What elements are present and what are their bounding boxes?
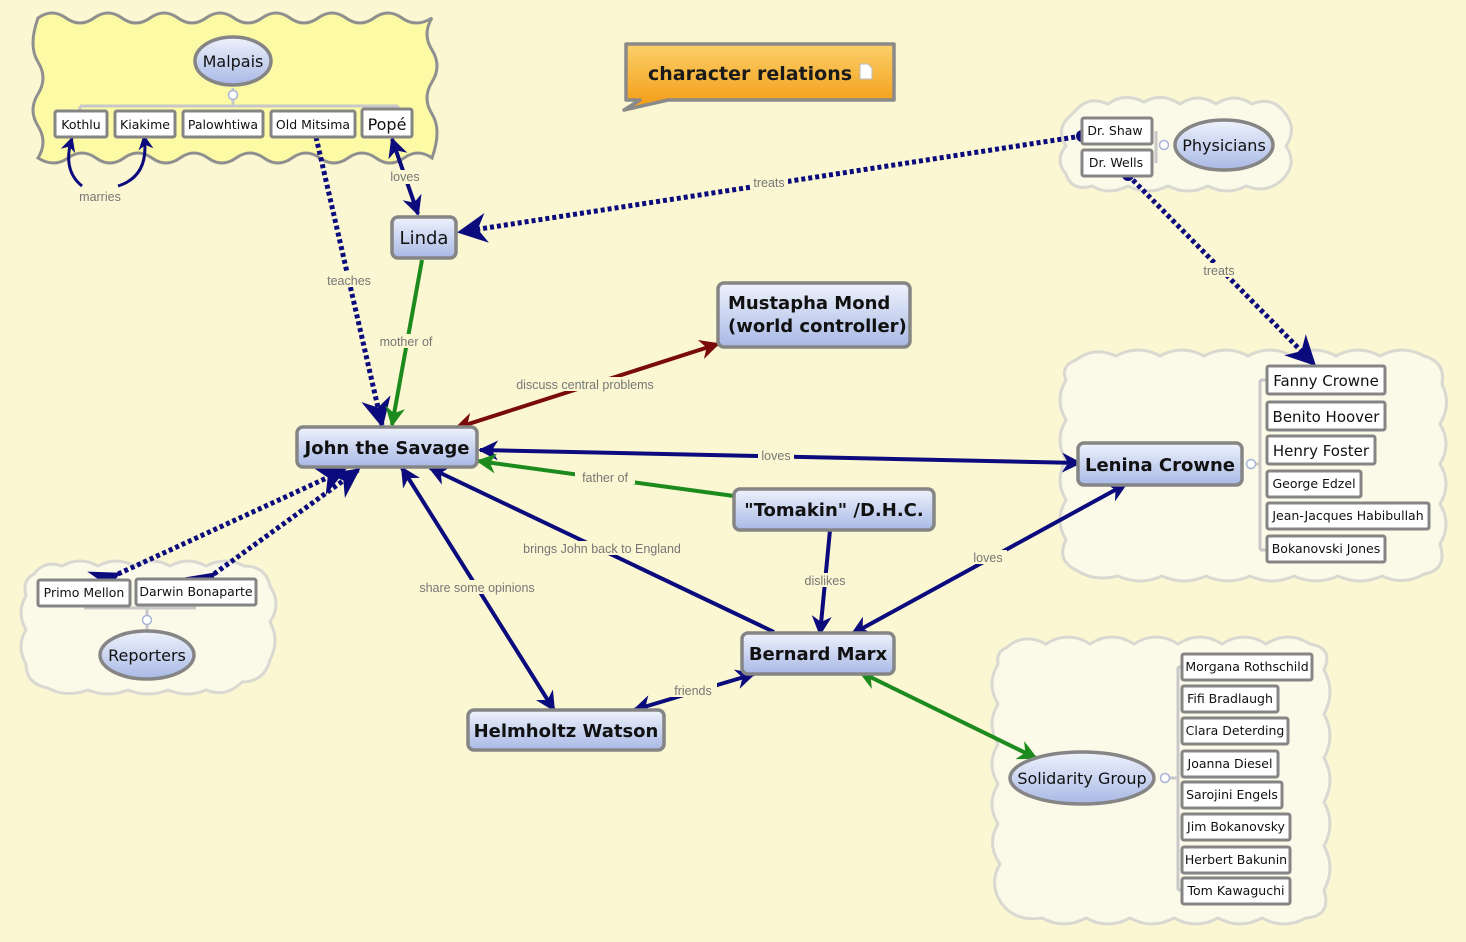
member-label: Benito Hoover [1273, 408, 1381, 426]
member-label: Clara Deterding [1186, 723, 1285, 738]
member-label: Bokanovski Jones [1272, 541, 1381, 556]
edge-label-brings-back: brings John back to England [523, 542, 681, 556]
lenina-member-benito-hoover[interactable]: Benito Hoover [1265, 400, 1387, 432]
edge-label-share-opinions: share some opinions [419, 581, 534, 595]
edge-label-dislikes: dislikes [805, 574, 846, 588]
edge-label-father-of: father of [582, 471, 628, 485]
title-callout[interactable]: character relations [622, 42, 896, 112]
malpais-member-palowhtiwa[interactable]: Palowhtiwa [181, 109, 265, 139]
node-label: "Tomakin" /D.H.C. [744, 500, 923, 521]
member-label: Kiakime [120, 117, 170, 132]
solidarity-node[interactable]: Solidarity Group [1008, 750, 1156, 806]
lenina-member-bokanovski-jones[interactable]: Bokanovski Jones [1265, 534, 1387, 564]
node-john-the-savage[interactable]: John the Savage [295, 425, 479, 469]
edge-label-loves-pope: loves [390, 170, 419, 184]
edge-label-loves-john-lenina: loves [761, 449, 790, 463]
solidarity-member-herbert-bakunin[interactable]: Herbert Bakunin [1180, 845, 1292, 875]
member-label: Primo Mellon [44, 585, 125, 600]
member-label: Sarojini Engels [1186, 787, 1278, 802]
reporters-node[interactable]: Reporters [98, 629, 196, 681]
member-label: Jim Bokanovsky [1186, 819, 1285, 834]
edge-label-discuss: discuss central problems [516, 378, 654, 392]
member-label: Fanny Crowne [1273, 372, 1379, 390]
edge-label-treats-fanny: treats [1203, 264, 1234, 278]
member-label: Dr. Wells [1089, 155, 1143, 170]
malpais-member-kiakime[interactable]: Kiakime [113, 109, 177, 139]
member-label: Old Mitsima [276, 117, 350, 132]
solidarity-member-clara-deterding[interactable]: Clara Deterding [1180, 716, 1290, 746]
malpais-node[interactable]: Malpais [193, 35, 273, 87]
lenina-member-george-edzel[interactable]: George Edzel [1265, 469, 1363, 499]
reporter-darwin-bonaparte[interactable]: Darwin Bonaparte [134, 577, 258, 607]
solidarity-member-joanna-diesel[interactable]: Joanna Diesel [1180, 749, 1280, 779]
solidarity-member-fifi-bradlaugh[interactable]: Fifi Bradlaugh [1180, 684, 1280, 714]
member-label: Herbert Bakunin [1185, 852, 1287, 867]
reporter-primo-mellon[interactable]: Primo Mellon [36, 578, 132, 608]
note-icon[interactable] [859, 63, 873, 80]
node-label: Helmholtz Watson [474, 721, 659, 742]
node-linda[interactable]: Linda [390, 215, 458, 260]
physicians-node[interactable]: Physicians [1173, 118, 1275, 172]
member-label: Joanna Diesel [1187, 756, 1273, 771]
member-label: George Edzel [1272, 476, 1355, 491]
edge-label-treats-linda: treats [753, 176, 784, 190]
member-label: Kothlu [61, 117, 100, 132]
solidarity-member-sarojini-engels[interactable]: Sarojini Engels [1180, 780, 1284, 810]
node-helmholtz-watson[interactable]: Helmholtz Watson [466, 708, 666, 752]
member-label: Jean-Jacques Habibullah [1271, 508, 1423, 523]
lenina-member-fanny-crowne[interactable]: Fanny Crowne [1265, 364, 1387, 396]
edge-label-friends: friends [674, 684, 712, 698]
edge-label-marries: marries [79, 190, 121, 204]
node-lenina-crowne[interactable]: Lenina Crowne [1076, 441, 1244, 487]
member-label: Darwin Bonaparte [139, 584, 252, 599]
edge-label-loves-bernard-lenina: loves [973, 551, 1002, 565]
node-label: Bernard Marx [749, 644, 888, 665]
malpais-label: Malpais [203, 52, 264, 71]
node-label: John the Savage [303, 438, 470, 459]
physician-dr-shaw[interactable]: Dr. Shaw [1080, 116, 1154, 146]
solidarity-label: Solidarity Group [1017, 769, 1146, 788]
member-label: Henry Foster [1273, 442, 1370, 460]
node-mustapha-mond[interactable]: Mustapha Mond (world controller) [716, 281, 912, 349]
node-label-line1: Mustapha Mond [728, 293, 890, 314]
physicians-label: Physicians [1182, 136, 1266, 155]
edge-label-mother-of: mother of [380, 335, 433, 349]
solidarity-member-tom-kawaguchi[interactable]: Tom Kawaguchi [1180, 876, 1292, 906]
member-label: Morgana Rothschild [1185, 659, 1308, 674]
node-tomakin[interactable]: "Tomakin" /D.H.C. [732, 487, 936, 532]
member-label: Fifi Bradlaugh [1187, 691, 1273, 706]
reporters-label: Reporters [108, 646, 186, 665]
physician-dr-wells[interactable]: Dr. Wells [1080, 148, 1154, 178]
edge-label-teaches: teaches [327, 274, 371, 288]
member-label: Tom Kawaguchi [1187, 883, 1285, 898]
node-label: Lenina Crowne [1085, 455, 1235, 476]
member-label: Popé [368, 115, 407, 134]
node-label-line2: (world controller) [728, 316, 907, 337]
malpais-member-kothlu[interactable]: Kothlu [53, 109, 109, 139]
node-label: Linda [400, 228, 449, 249]
lenina-member-henry-foster[interactable]: Henry Foster [1265, 434, 1377, 466]
member-label: Dr. Shaw [1087, 123, 1142, 138]
solidarity-member-morgana-rothschild[interactable]: Morgana Rothschild [1180, 652, 1314, 682]
edge-labels: marries loves treats treats teaches moth… [79, 170, 1238, 698]
malpais-member-pope[interactable]: Popé [360, 107, 414, 139]
member-label: Palowhtiwa [188, 117, 258, 132]
solidarity-member-jim-bokanovsky[interactable]: Jim Bokanovsky [1180, 812, 1292, 842]
lenina-member-jean-jacques-habibullah[interactable]: Jean-Jacques Habibullah [1265, 501, 1431, 531]
malpais-member-old-mitsima[interactable]: Old Mitsima [269, 109, 357, 139]
collapse-toggles [141, 89, 1257, 784]
title-text: character relations [648, 63, 852, 85]
node-bernard-marx[interactable]: Bernard Marx [740, 631, 896, 676]
